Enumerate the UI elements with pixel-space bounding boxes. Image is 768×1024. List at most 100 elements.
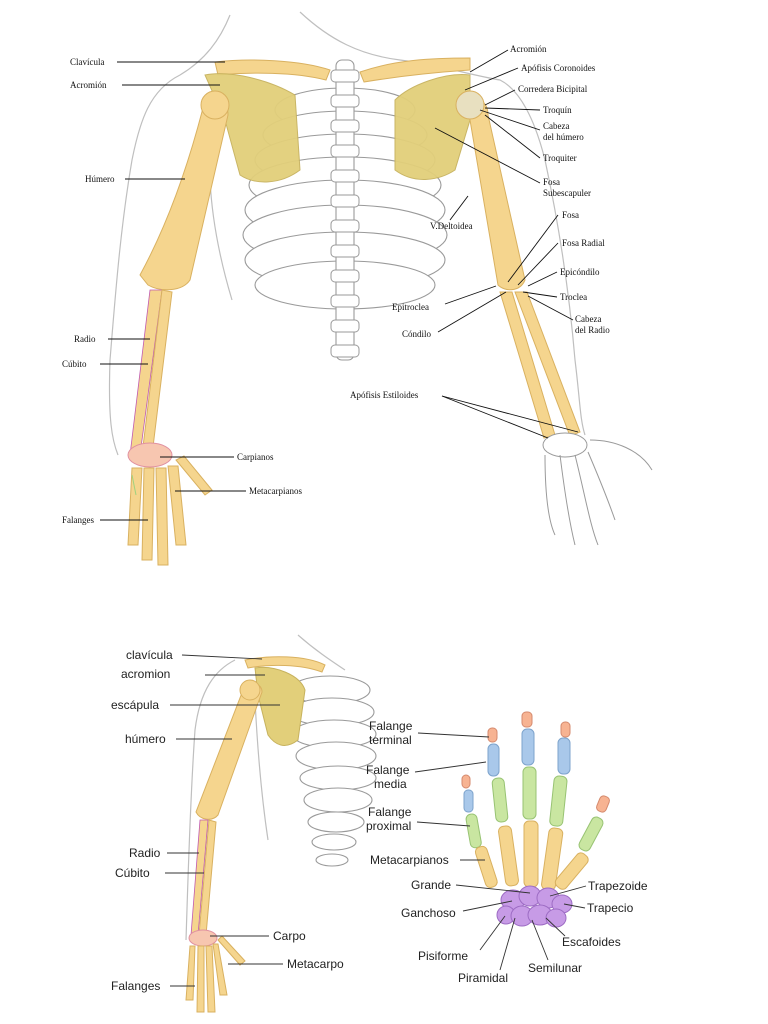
- leader-troclea: [522, 291, 558, 298]
- label-escafoides: Escafoides: [562, 935, 621, 949]
- label-carpianos: Carpianos: [237, 452, 274, 462]
- label-epitroclea: Epitroclea: [392, 302, 429, 312]
- label-falange-proximal-1: Falange: [368, 805, 412, 819]
- label-falanges-top: Falanges: [62, 515, 94, 525]
- bottom-clavicle: [244, 656, 326, 673]
- label-cabeza-radio-1: Cabeza: [575, 314, 601, 324]
- label-cabeza-radio-2: del Radio: [575, 325, 610, 335]
- leader-trapecio: [563, 903, 586, 909]
- label-cabeza-humero-2: del húmero: [543, 132, 584, 142]
- right-clavicle: [359, 57, 471, 83]
- label-apofisis-coronoides: Apófisis Coronoides: [521, 63, 596, 73]
- leader-trapezoide: [549, 885, 587, 897]
- leader-epitroclea: [444, 285, 497, 305]
- finger-thumb: [554, 795, 610, 890]
- label-falange-media-2: media: [374, 777, 407, 791]
- label-fosa-subescapular-2: Subescapuler: [543, 188, 591, 198]
- leader-ganchoso: [462, 900, 513, 912]
- label-fosa-radial: Fosa Radial: [562, 238, 605, 248]
- label-fosa-subescapular-1: Fosa: [543, 177, 560, 187]
- leader-clavicula-bl: [181, 654, 263, 660]
- label-falange-terminal-1: Falange: [369, 719, 413, 733]
- label-troquin: Troquín: [543, 105, 572, 115]
- leader-cabeza-radio: [527, 295, 574, 321]
- label-v-deltoidea: V.Deltoidea: [430, 221, 473, 231]
- leader-pisiforme: [479, 915, 506, 951]
- label-falange-media-1: Falange: [366, 763, 410, 777]
- finger-ring: [487, 727, 519, 887]
- label-pisiforme: Pisiforme: [418, 949, 468, 963]
- arm-outline: [185, 634, 346, 941]
- leader-semilunar: [531, 919, 549, 961]
- leader-escafoides: [545, 917, 566, 937]
- leader-condilo: [437, 291, 507, 333]
- label-radio: Radio: [74, 334, 96, 344]
- label-ganchoso: Ganchoso: [401, 906, 456, 920]
- label-acromion-bl: acromion: [121, 667, 170, 681]
- leader-falange-media: [414, 761, 487, 773]
- label-condilo: Cóndilo: [402, 329, 432, 339]
- leader-falange-proximal: [416, 821, 471, 827]
- label-trapecio: Trapecio: [587, 901, 634, 915]
- right-humerus: [464, 97, 526, 291]
- leader-troquiter: [484, 114, 541, 159]
- finger-little: [461, 774, 498, 888]
- left-humerus: [139, 97, 229, 291]
- left-clavicle: [214, 59, 331, 81]
- right-hand: [542, 432, 653, 546]
- finger-index: [541, 721, 571, 891]
- right-scapula: [394, 74, 471, 180]
- bottom-humerus: [195, 682, 263, 820]
- label-acromion-left: Acromión: [70, 80, 107, 90]
- body-outline: [108, 11, 586, 456]
- leader-v-deltoidea: [449, 195, 469, 221]
- left-hand: [127, 442, 213, 566]
- label-cabeza-humero-1: Cabeza: [543, 121, 569, 131]
- finger-middle: [521, 711, 539, 888]
- carpal-bones: [496, 885, 573, 928]
- label-apofisis-estiloides: Apófisis Estiloides: [350, 390, 419, 400]
- label-corredera-bicipital: Corredera Bicipital: [518, 84, 588, 94]
- label-semilunar: Semilunar: [528, 961, 582, 975]
- leader-estiloides-2: [441, 395, 579, 433]
- label-epicondilo: Epicóndilo: [560, 267, 600, 277]
- top-figure-labels: Clavícula Acromión Húmero Radio Cúbito C…: [62, 44, 610, 525]
- label-cubito-bl: Cúbito: [115, 866, 150, 880]
- label-clavicula-bl: clavícula: [126, 648, 173, 662]
- leader-fosa-radial: [517, 242, 559, 286]
- leader-apofisis-coronoides: [464, 67, 519, 91]
- leader-piramidal: [499, 917, 516, 971]
- top-figure: [108, 11, 653, 566]
- label-troclea: Troclea: [560, 292, 587, 302]
- leader-fosa: [507, 214, 559, 283]
- label-escapula-bl: escápula: [111, 698, 159, 712]
- bottom-left-figure: [185, 634, 377, 1013]
- label-radio-bl: Radio: [129, 846, 161, 860]
- leader-acromion-right: [469, 49, 509, 73]
- leader-grande: [455, 884, 531, 894]
- label-cubito: Cúbito: [62, 359, 87, 369]
- leader-falange-terminal: [417, 732, 490, 738]
- label-carpo-bl: Carpo: [273, 929, 306, 943]
- leader-epicondilo: [527, 271, 558, 287]
- hand-labels: Falange terminal Falange media Falange p…: [366, 719, 648, 985]
- leader-fosa-subescapular: [434, 127, 541, 184]
- label-clavicula: Clavícula: [70, 57, 105, 67]
- label-metacarpo-bl: Metacarpo: [287, 957, 344, 971]
- label-acromion-right: Acromión: [510, 44, 547, 54]
- label-fosa: Fosa: [562, 210, 579, 220]
- leader-estiloides-1: [441, 395, 549, 439]
- label-metacarpianos-hand: Metacarpianos: [370, 853, 449, 867]
- label-falanges-bl: Falanges: [111, 979, 160, 993]
- label-grande: Grande: [411, 878, 451, 892]
- leader-cabeza-humero: [479, 109, 541, 131]
- hand-figure: [461, 711, 610, 928]
- bottom-scapula: [254, 666, 306, 746]
- leader-troquin: [484, 107, 541, 111]
- label-humero: Húmero: [85, 174, 115, 184]
- bottom-hand: [185, 929, 246, 1013]
- label-piramidal: Piramidal: [458, 971, 508, 985]
- label-trapezoide: Trapezoide: [588, 879, 648, 893]
